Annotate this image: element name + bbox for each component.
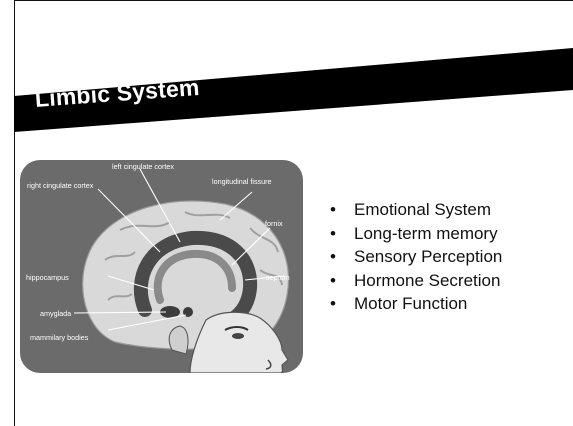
label-longitudinal-fissure: longitudinal fissure: [212, 177, 272, 186]
bullet-item: • Sensory Perception: [330, 245, 502, 269]
label-amyglada: amyglada: [40, 309, 71, 318]
label-right-cingulate-cortex: right cingulate cortex: [27, 181, 94, 190]
bullet-item: • Motor Function: [330, 292, 502, 316]
label-hippocampus: hippocampus: [26, 273, 69, 282]
bullet-text: Sensory Perception: [354, 247, 502, 266]
bullet-item: • Emotional System: [330, 198, 502, 222]
bullet-text: Long-term memory: [354, 224, 498, 243]
bullet-text: Emotional System: [354, 200, 491, 219]
bullet-marker: •: [330, 245, 336, 269]
label-left-cingulate-cortex: left cingulate cortex: [112, 162, 174, 171]
label-mammilary-bodies: mammilary bodies: [30, 333, 89, 342]
bullet-text: Motor Function: [354, 294, 467, 313]
ear: [169, 326, 188, 354]
eye: [232, 333, 244, 339]
bullet-marker: •: [330, 222, 336, 246]
bullet-list: • Emotional System • Long-term memory • Sen…: [330, 198, 502, 316]
limbic-system-illustration: left cingulate cortex right cingulate co…: [20, 160, 303, 373]
label-septum: septum: [266, 273, 290, 282]
bullet-marker: •: [330, 269, 336, 293]
bullet-item: • Long-term memory: [330, 222, 502, 246]
bullet-item: • Hormone Secretion: [330, 269, 502, 293]
label-fornix: fornix: [265, 219, 283, 228]
bullet-marker: •: [330, 198, 336, 222]
bullet-text: Hormone Secretion: [354, 271, 500, 290]
bullet-marker: •: [330, 292, 336, 316]
